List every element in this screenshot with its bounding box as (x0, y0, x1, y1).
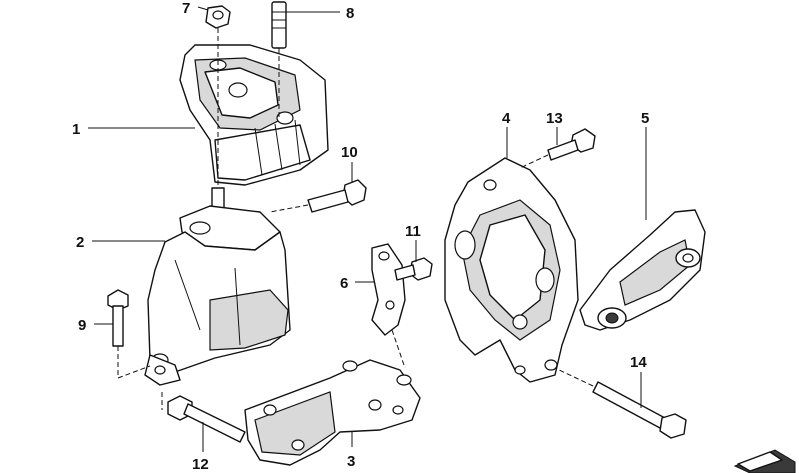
callout-13: 13 (546, 110, 563, 127)
part-5-torque-rod[interactable] (579, 209, 706, 331)
part-3-gearbox-bracket[interactable] (244, 359, 421, 466)
part-2-engine-mount[interactable] (144, 187, 291, 386)
part-14-bolt[interactable] (554, 367, 687, 439)
callout-6: 6 (340, 275, 348, 292)
part-11-bolt[interactable] (394, 257, 433, 281)
callout-12: 12 (192, 456, 209, 473)
callout-14: 14 (630, 354, 647, 371)
part-1-upper-bracket[interactable] (179, 44, 329, 186)
part-8-stud[interactable] (271, 1, 287, 49)
part-13-bolt[interactable] (519, 128, 596, 169)
part-7-nut[interactable] (205, 5, 231, 29)
callout-8: 8 (346, 5, 354, 22)
callout-1: 1 (72, 121, 80, 138)
leader-7 (197, 6, 209, 11)
callout-5: 5 (641, 110, 649, 127)
callout-4: 4 (502, 110, 511, 127)
callout-3: 3 (347, 453, 355, 470)
callout-10: 10 (341, 144, 358, 161)
part-4-transmission-bracket[interactable] (444, 157, 579, 383)
part-9-bolt[interactable] (107, 289, 151, 379)
part-6-small-bracket[interactable] (371, 243, 406, 369)
callout-7: 7 (182, 0, 190, 17)
corner-arrow-icon (733, 449, 796, 473)
part-12-bolt[interactable] (161, 392, 246, 443)
callout-2: 2 (76, 234, 84, 251)
callout-9: 9 (78, 317, 86, 334)
part-10-bolt[interactable] (269, 179, 367, 213)
callout-11: 11 (405, 223, 421, 240)
